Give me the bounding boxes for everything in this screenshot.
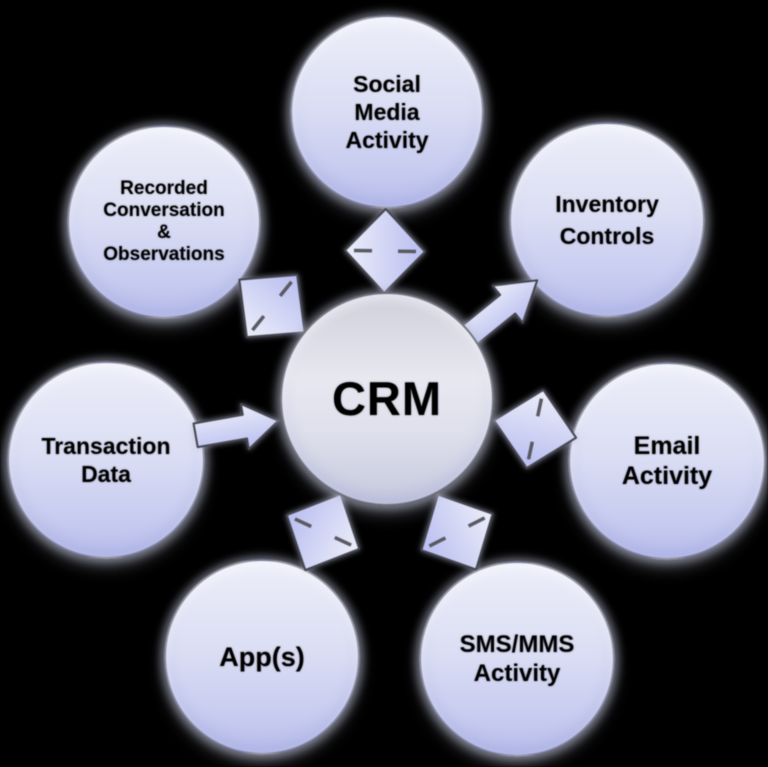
double-arrow-icon-crm-sms: [420, 493, 494, 571]
node-email-activity: Email Activity: [568, 362, 766, 560]
double-arrow-icon-crm-apps: [285, 492, 361, 572]
node-social-media-activity: Social Media Activity: [290, 15, 484, 209]
node-label: Recorded Conversation & Observations: [103, 178, 224, 265]
node-label: App(s): [219, 641, 304, 674]
node-label: Transaction Data: [41, 432, 170, 488]
label-line: Email: [633, 431, 701, 460]
node-crm-center: CRM: [280, 292, 494, 506]
label-line: Media: [354, 98, 420, 125]
label-line: Activity: [473, 660, 561, 687]
label-line: Transaction: [41, 432, 171, 459]
node-label: Inventory Controls: [555, 188, 659, 252]
arrow-icon-crm-to-inventory: [460, 279, 539, 347]
label-line: Activity: [621, 462, 713, 490]
node-label: Email Activity: [622, 431, 712, 492]
label-line: &: [157, 222, 171, 243]
label-line: App(s): [219, 641, 305, 672]
double-arrow-icon-crm-social: [344, 208, 426, 294]
label-line: Social: [353, 70, 421, 97]
label-line: Data: [81, 461, 131, 487]
node-inventory-controls: Inventory Controls: [509, 122, 705, 318]
node-sms-mms-activity: SMS/MMS Activity: [419, 561, 615, 757]
label-line: Activity: [345, 127, 429, 154]
label-line: Recorded: [120, 178, 208, 200]
label-line: Inventory: [555, 190, 659, 217]
crm-label: CRM: [331, 372, 443, 426]
label-line: Observations: [103, 243, 225, 265]
node-apps: App(s): [164, 559, 360, 755]
label-line: Conversation: [103, 200, 225, 222]
arrow-icon-transaction-to-crm: [192, 402, 280, 451]
node-label: Social Media Activity: [345, 70, 428, 154]
double-arrow-icon-crm-email: [492, 388, 578, 470]
label-line: Controls: [559, 223, 655, 249]
node-recorded-conversation-observations: Recorded Conversation & Observations: [67, 125, 261, 319]
node-label: SMS/MMS Activity: [460, 630, 575, 689]
label-line: SMS/MMS: [459, 630, 575, 658]
node-transaction-data: Transaction Data: [7, 361, 205, 559]
